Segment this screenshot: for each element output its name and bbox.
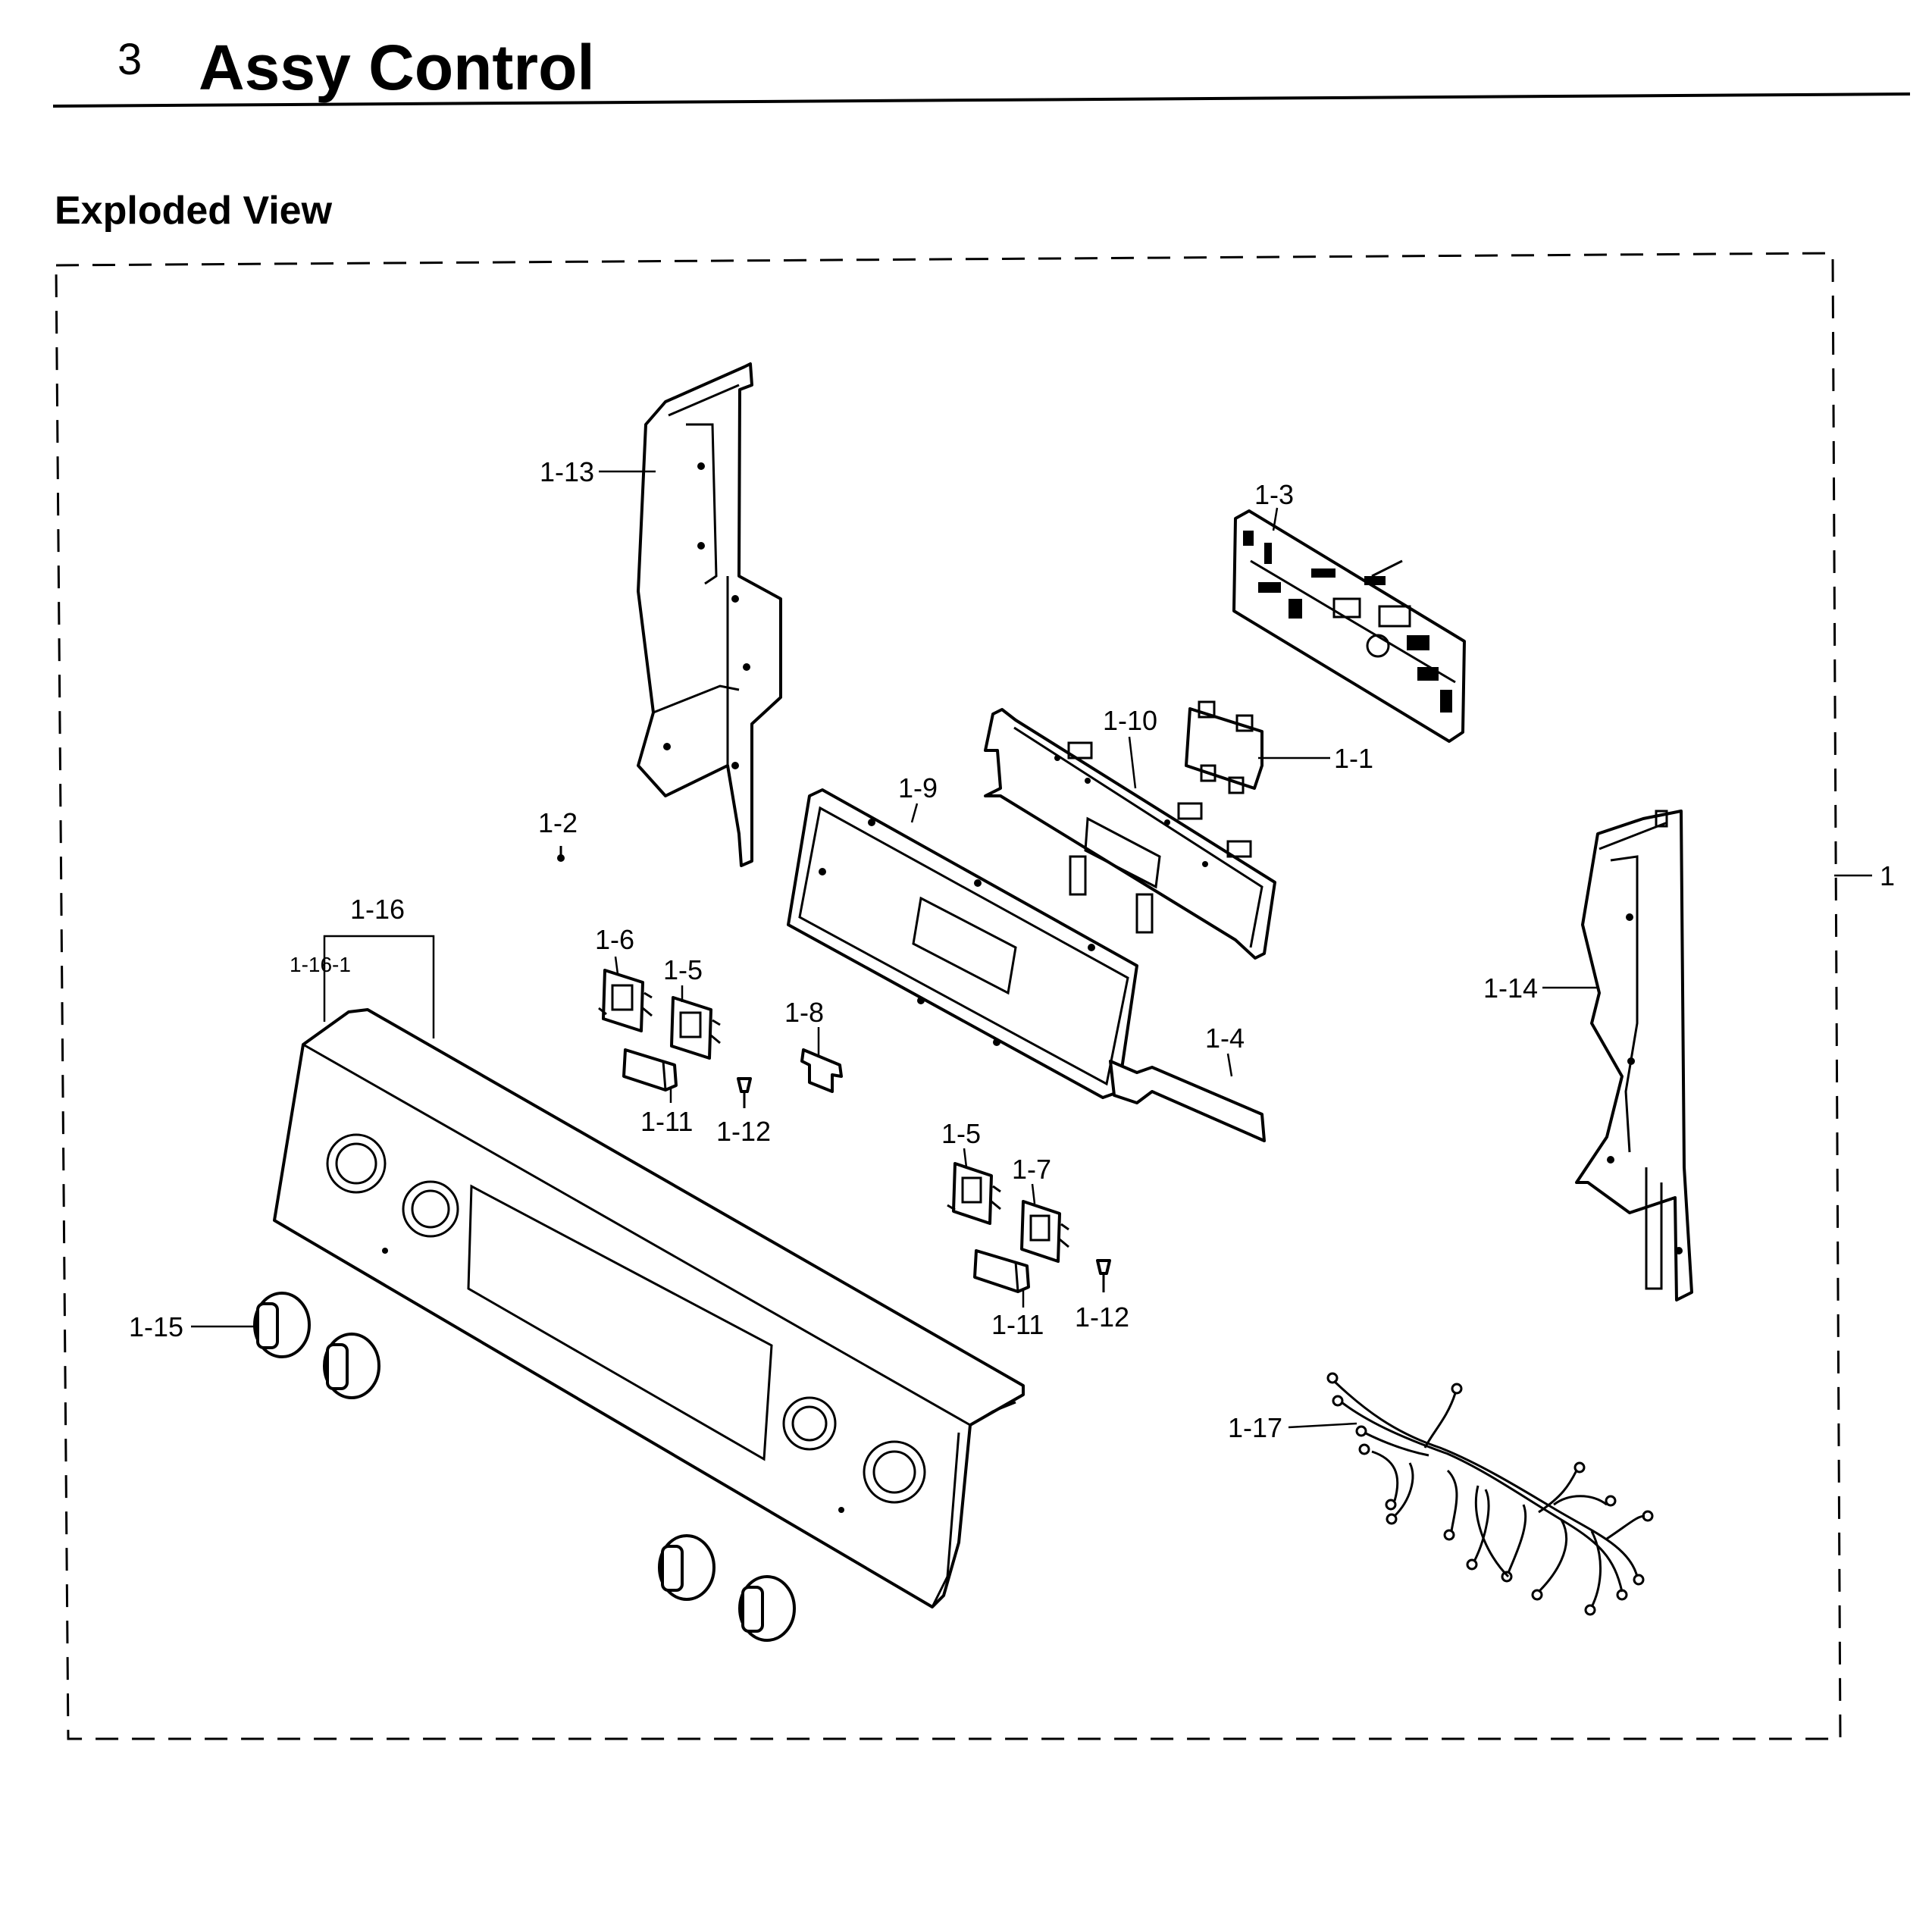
callout-1-9: 1-9 bbox=[898, 772, 938, 803]
screw-1-12-a bbox=[737, 1077, 752, 1108]
leader-1-4 bbox=[1226, 1053, 1233, 1077]
knob-4 bbox=[738, 1575, 796, 1642]
callout-1-14: 1-14 bbox=[1483, 973, 1538, 1004]
callout-1-2: 1-2 bbox=[538, 807, 578, 838]
callout-1-8: 1-8 bbox=[784, 997, 824, 1028]
leader-1-10 bbox=[1128, 736, 1137, 789]
right-side-bracket bbox=[1575, 810, 1693, 1301]
leader-1-3 bbox=[1272, 507, 1279, 531]
leader-1-6 bbox=[614, 956, 619, 975]
leader-1-9 bbox=[910, 803, 919, 823]
callout-1-17: 1-17 bbox=[1228, 1412, 1282, 1443]
section-number: 3 bbox=[117, 35, 142, 84]
screw-1-12-b bbox=[1096, 1259, 1111, 1292]
callout-1-11-b: 1-11 bbox=[991, 1309, 1044, 1340]
callout-1-10: 1-10 bbox=[1103, 705, 1157, 736]
switch-1-6 bbox=[598, 969, 653, 1032]
relay-module bbox=[1185, 700, 1263, 794]
callout-1-6: 1-6 bbox=[595, 924, 634, 955]
wire-harness bbox=[1326, 1372, 1654, 1616]
callout-1-7: 1-7 bbox=[1012, 1154, 1051, 1185]
callout-1-12-a: 1-12 bbox=[716, 1116, 771, 1147]
callout-1-15: 1-15 bbox=[129, 1311, 183, 1342]
callout-1-4: 1-4 bbox=[1205, 1023, 1245, 1054]
ribbon-cable bbox=[1109, 1060, 1266, 1142]
main-pcb bbox=[1232, 509, 1466, 743]
assembly-label: 1 bbox=[1880, 860, 1895, 891]
screw-1-2 bbox=[557, 846, 565, 862]
callout-1-13: 1-13 bbox=[540, 456, 594, 487]
callout-1-11-a: 1-11 bbox=[640, 1106, 693, 1137]
callout-1-12-b: 1-12 bbox=[1075, 1301, 1129, 1333]
callout-1-5-a: 1-5 bbox=[663, 954, 703, 985]
actuator-1-11-a bbox=[622, 1048, 678, 1092]
leader-1-17 bbox=[1288, 1422, 1357, 1429]
control-panel bbox=[273, 1008, 1025, 1608]
header-rule bbox=[52, 92, 1911, 108]
actuator-1-11-b bbox=[973, 1249, 1030, 1293]
section-title: Assy Control bbox=[199, 32, 595, 103]
switch-1-5-a bbox=[670, 996, 721, 1060]
knob-3 bbox=[658, 1534, 715, 1601]
clip-1-8 bbox=[800, 1048, 843, 1093]
knob-2 bbox=[323, 1333, 380, 1399]
leader-1-7 bbox=[1031, 1183, 1036, 1204]
leader-1-5-b bbox=[963, 1148, 968, 1168]
knob-1 bbox=[253, 1292, 311, 1358]
left-side-bracket bbox=[637, 362, 782, 867]
callout-1-3: 1-3 bbox=[1254, 479, 1294, 510]
assembly-boundary bbox=[55, 252, 1842, 1740]
callout-1-5-b: 1-5 bbox=[941, 1118, 981, 1149]
pcb-bracket bbox=[984, 708, 1276, 960]
callout-1-16-1: 1-16-1 bbox=[290, 953, 351, 976]
bracket-1-16 bbox=[323, 935, 435, 1038]
switch-1-5-b bbox=[947, 1162, 1001, 1225]
callout-1-16: 1-16 bbox=[350, 894, 405, 925]
exploded-view-heading: Exploded View bbox=[55, 189, 333, 233]
switch-1-7 bbox=[1020, 1200, 1069, 1263]
callout-1-1: 1-1 bbox=[1334, 743, 1373, 774]
